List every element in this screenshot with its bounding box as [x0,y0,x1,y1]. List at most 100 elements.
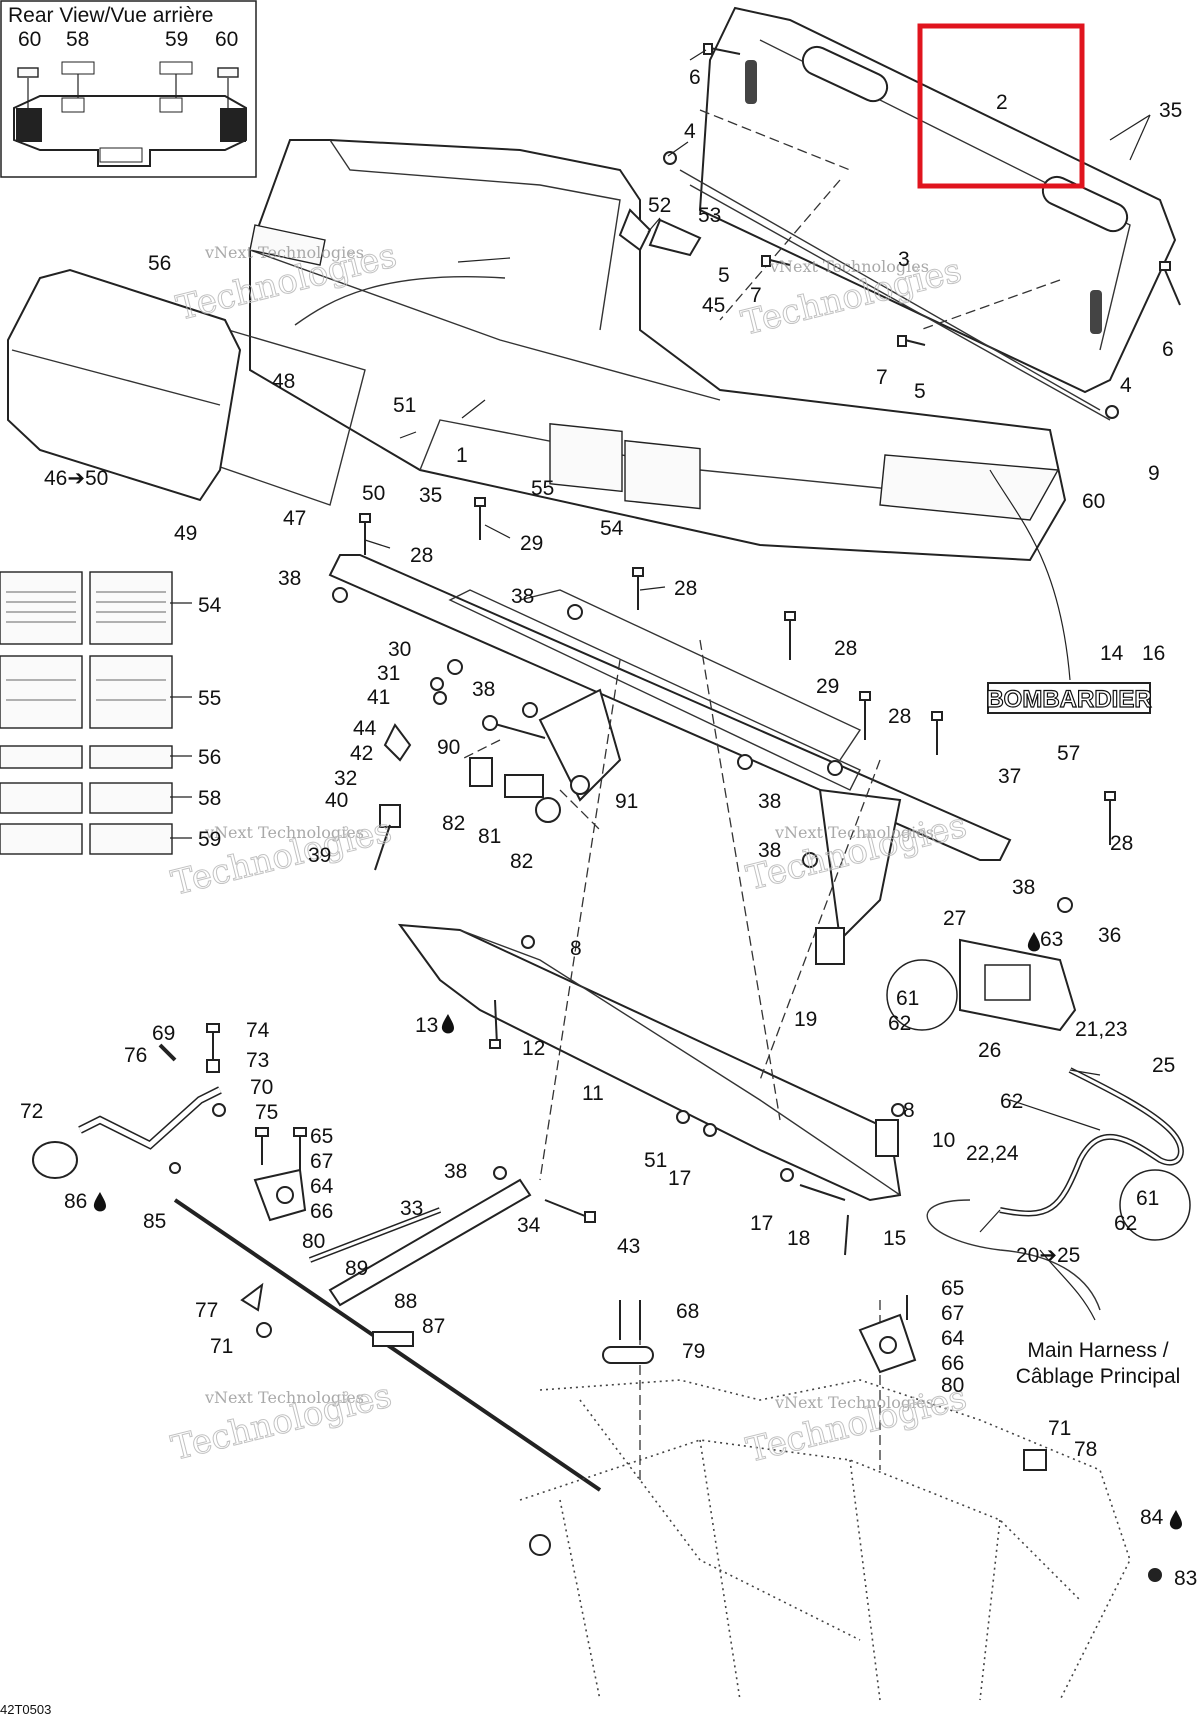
main-harness-label: Main Harness / Câblage Principal [1016,1339,1181,1388]
callout-28: 28 [834,637,857,660]
callout-77: 77 [195,1299,218,1322]
callout-43: 43 [617,1235,640,1258]
callout-19: 19 [794,1008,817,1031]
callout-14: 14 [1100,642,1124,665]
cargo-box-part [249,139,1067,562]
callout-15: 15 [883,1227,906,1250]
callout-65: 65 [310,1125,333,1148]
svg-text:Technologies: Technologies [743,1377,971,1470]
oil-drop-icon [1169,1510,1182,1530]
callout-9: 9 [1148,462,1160,485]
callout-20-25: 20➔25 [1016,1244,1080,1267]
callout-38: 38 [1012,876,1035,899]
callout-30: 30 [388,638,411,661]
decal-sheets [0,571,173,855]
callout-87: 87 [422,1315,445,1338]
callout-34: 34 [517,1214,541,1237]
callout-38: 38 [278,567,301,590]
callout-64: 64 [310,1175,334,1198]
callout-38: 38 [758,790,781,813]
callout-6: 6 [1162,338,1174,361]
callout-52: 52 [648,194,671,217]
callout-58: 58 [66,28,89,51]
svg-text:vNext Technologies: vNext Technologies [774,1393,934,1412]
callout-64: 64 [941,1327,965,1350]
callout-54: 54 [198,594,222,617]
callout-29: 29 [520,532,543,555]
callout-78: 78 [1074,1438,1097,1461]
callout-27: 27 [943,907,966,930]
svg-text:vNext Technologies: vNext Technologies [204,243,364,262]
svg-text:Main Harness /: Main Harness / [1027,1339,1168,1362]
highlight-box [917,23,1085,189]
callout-59: 59 [165,28,188,51]
callout-62: 62 [1000,1090,1023,1113]
svg-text:vNext Technologies: vNext Technologies [204,823,364,842]
callout-49: 49 [174,522,197,545]
rear-view-inset: Rear View/Vue arrière [0,0,257,178]
callout-71: 71 [1048,1417,1071,1440]
callout-38: 38 [444,1160,467,1183]
callout-80: 80 [302,1230,325,1253]
callout-65: 65 [941,1277,964,1300]
seat-cushion-part [7,268,366,506]
callout-56: 56 [198,746,221,769]
callout-83: 83 [1174,1567,1197,1590]
callout-4: 4 [1120,374,1132,397]
callout-72: 72 [20,1100,43,1123]
drop-icons [93,932,1182,1530]
callout-35: 35 [419,484,442,507]
callout-28: 28 [674,577,697,600]
callout-41: 41 [367,686,390,709]
callout-90: 90 [437,736,460,759]
callout-74: 74 [246,1019,270,1042]
callout-71: 71 [210,1335,233,1358]
callout-1: 1 [456,444,468,467]
callout-80: 80 [941,1374,964,1397]
callout-86: 86 [64,1190,87,1213]
callout-88: 88 [394,1290,417,1313]
callout-39: 39 [308,844,331,867]
callout-18: 18 [787,1227,810,1250]
svg-text:vNext Technologies: vNext Technologies [204,1388,364,1407]
callout-46-50: 46➔50 [44,467,108,490]
callout-4: 4 [684,120,696,143]
callout-50: 50 [362,482,385,505]
callout-13: 13 [415,1014,438,1037]
callout-21-23: 21,23 [1075,1018,1128,1041]
gas-strut-part [308,1178,532,1307]
callout-59: 59 [198,828,221,851]
callout-85: 85 [143,1210,166,1233]
callout-57: 57 [1057,742,1080,765]
callout-47: 47 [283,507,306,530]
callout-73: 73 [246,1049,269,1072]
callout-labels: 60 58 59 60 6 2 35 4 52 53 5 45 7 3 6 7 … [18,28,1197,1590]
callout-63: 63 [1040,928,1063,951]
callout-79: 79 [682,1340,705,1363]
callout-66: 66 [310,1200,333,1223]
callout-82: 82 [510,850,533,873]
callout-12: 12 [522,1037,545,1060]
callout-29: 29 [816,675,839,698]
callout-2: 2 [996,91,1008,114]
callout-7: 7 [750,284,762,307]
fasteners [158,43,1181,1582]
oil-drop-icon [441,1014,454,1034]
callout-58: 58 [198,787,221,810]
callout-67: 67 [310,1150,333,1173]
callout-62: 62 [1114,1212,1137,1235]
oil-drop-icon [93,1192,106,1212]
callout-10: 10 [932,1129,955,1152]
callout-56: 56 [148,252,171,275]
callout-35: 35 [1159,99,1182,122]
callout-55: 55 [198,687,221,710]
callout-81: 81 [478,825,501,848]
callout-38: 38 [472,678,495,701]
bombardier-logo: BOMBARDIER [986,682,1152,714]
callout-16: 16 [1142,642,1165,665]
callout-51: 51 [393,394,416,417]
callout-33: 33 [400,1197,423,1220]
svg-text:vNext Technologies: vNext Technologies [774,823,934,842]
leader-lines [170,49,1151,1321]
